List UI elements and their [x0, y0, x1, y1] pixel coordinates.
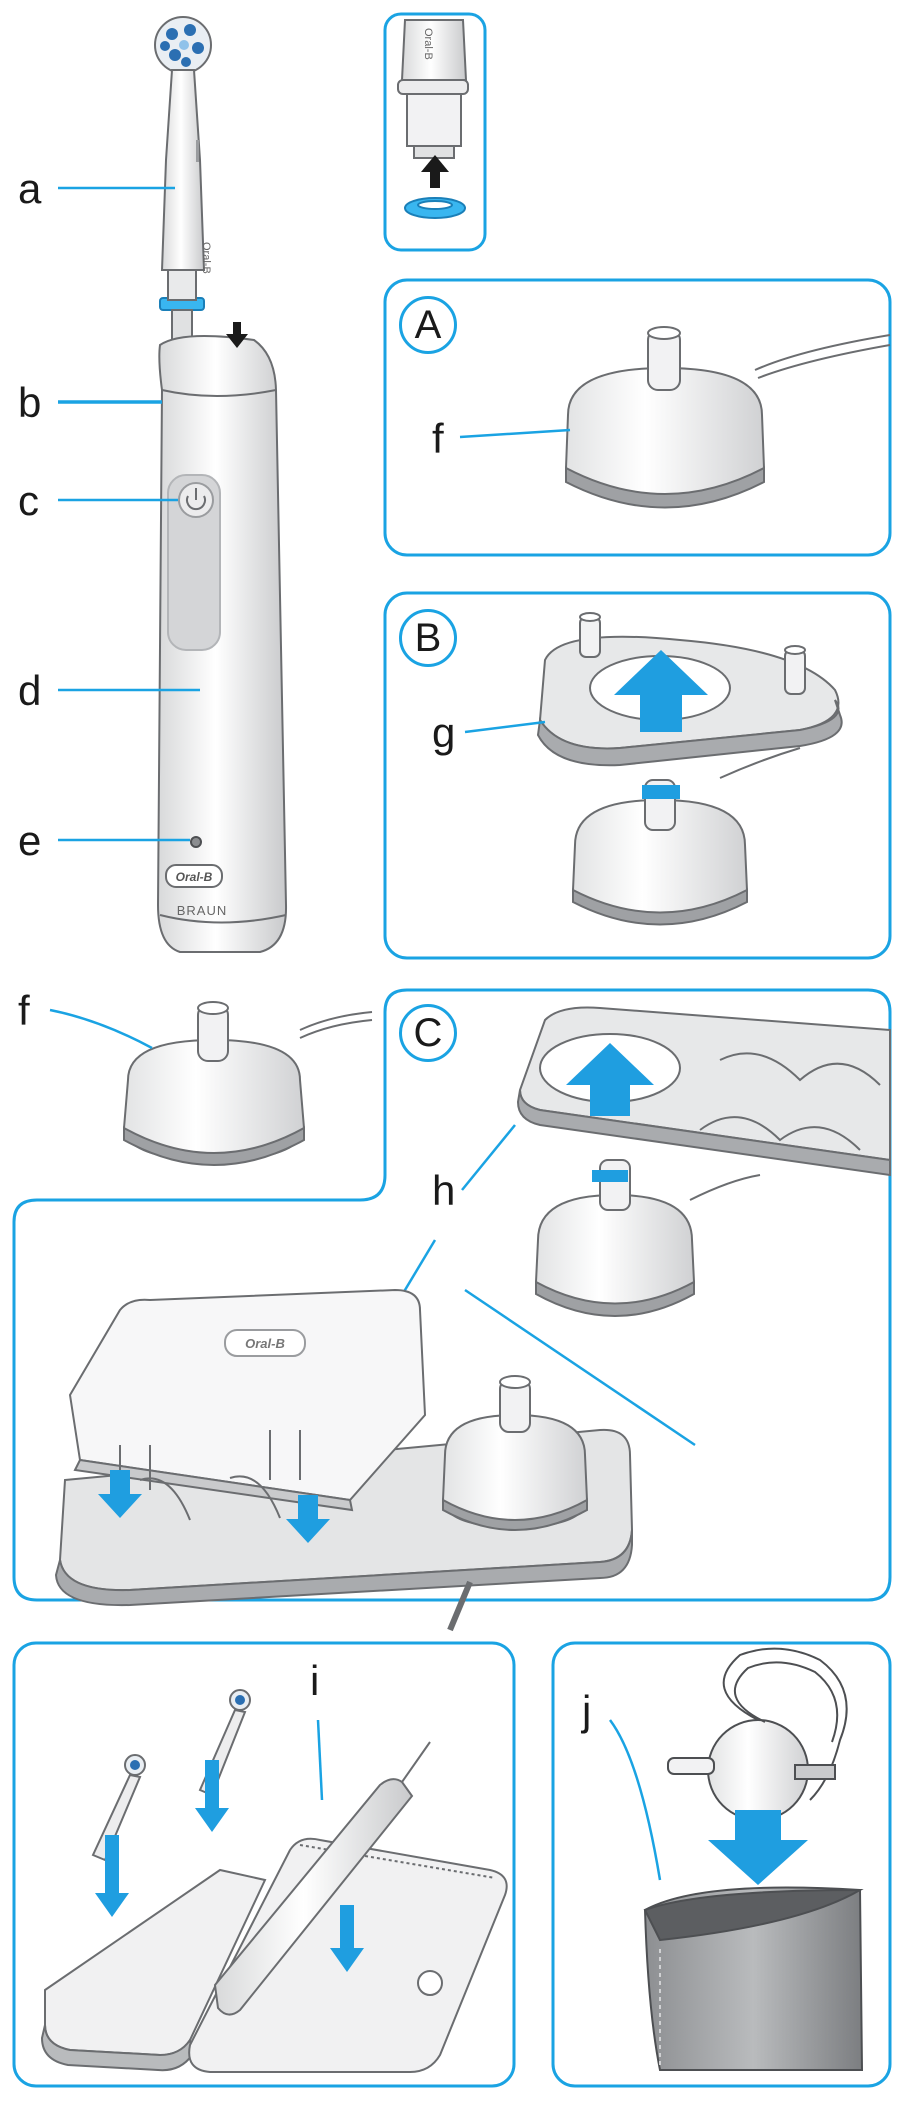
panel-frame-A: [383, 278, 892, 557]
label-b: b: [18, 379, 42, 426]
label-g: g: [432, 709, 456, 756]
label-c: c: [18, 477, 39, 524]
arrow-up-blue-icon: [614, 650, 708, 799]
label-j: j: [582, 1687, 592, 1734]
arrow-down-blue-icon-j: [708, 1810, 808, 1885]
arrow-up-icon: [421, 155, 449, 188]
handle-brand: BRAUN: [177, 903, 228, 918]
label-f-panel-A: f: [432, 415, 444, 462]
toothbrush-main: Oral-B: [154, 16, 288, 953]
label-d: d: [18, 667, 42, 714]
charger-A: [564, 326, 891, 509]
label-f-main: f: [18, 987, 30, 1034]
label-a: a: [18, 165, 42, 212]
charger-B: [536, 612, 843, 926]
brush-head-ring-detail: Oral-B: [397, 19, 469, 219]
arrow-up-blue-icon-C: [566, 1043, 654, 1182]
arrow-down-blue-icons-i: [95, 1760, 364, 1972]
svg-text:Oral-B: Oral-B: [422, 28, 434, 60]
brush-head-bristles: [160, 24, 204, 67]
brush-head-2: [91, 1754, 146, 1862]
panel-badge-B: B: [399, 609, 457, 667]
label-e: e: [18, 817, 42, 864]
case-lid-logo: Oral-B: [245, 1336, 285, 1351]
brush-head-holder-C: [516, 1006, 891, 1317]
panel-badge-A: A: [399, 296, 457, 354]
panel-frame-travel-case: [12, 1641, 516, 2088]
panel-badge-C: C: [399, 1004, 457, 1062]
storage-case-C: [54, 1288, 634, 1632]
panel-frame-pouch: [551, 1641, 892, 2088]
panel-frame-C: [12, 988, 892, 1602]
arrow-down-blue-icons: [98, 1470, 330, 1543]
travel-case-i: [40, 1689, 508, 2073]
charger-main: [122, 1001, 373, 1166]
arrow-down-icon: [226, 322, 248, 348]
label-i: i: [310, 1657, 320, 1704]
leader-lines-main: [58, 186, 200, 842]
panel-frame-B: [383, 591, 892, 960]
svg-text:Oral-B: Oral-B: [200, 242, 212, 274]
handle-logo: Oral-B: [176, 870, 213, 884]
label-h: h: [432, 1167, 456, 1214]
pouch-j: [643, 1647, 864, 2071]
panel-frame-ring: [383, 12, 487, 252]
